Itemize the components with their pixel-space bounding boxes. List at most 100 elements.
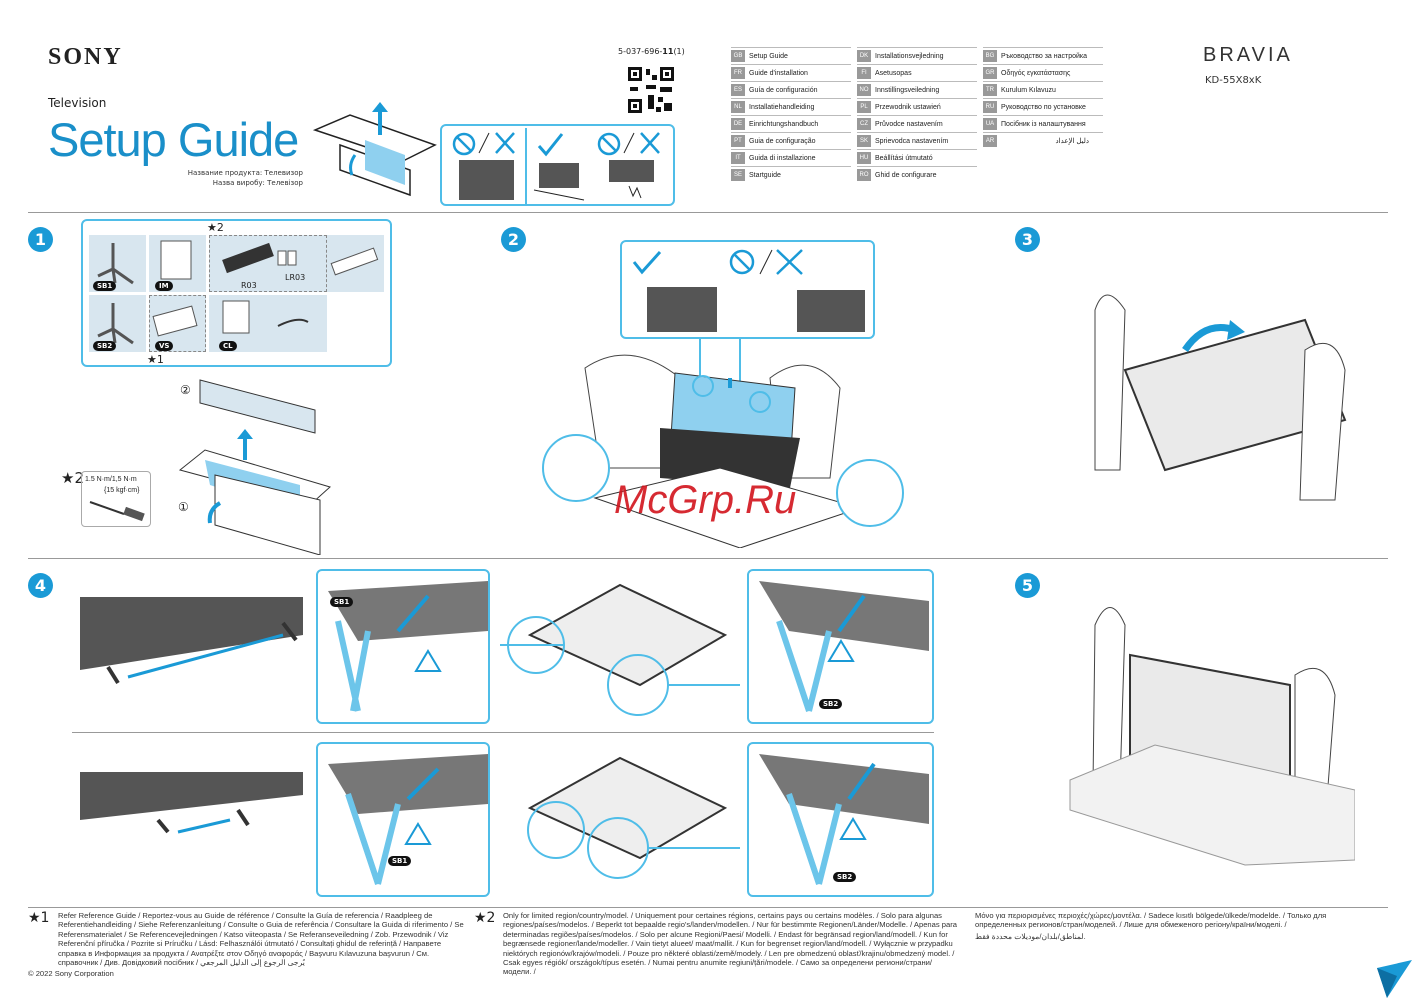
corner-logo-icon xyxy=(1377,960,1412,998)
footnote-1-block: Refer Reference Guide / Reportez-vous au… xyxy=(28,911,468,979)
tag-cl: CL xyxy=(219,341,237,351)
step-1-num-1: ① xyxy=(178,500,189,514)
step-4-badge: 4 xyxy=(28,573,53,598)
language-code-badge: NO xyxy=(857,84,871,96)
attach-stand-drawing xyxy=(759,581,929,712)
language-code-badge: GB xyxy=(731,50,745,62)
lr03-label: LR03 xyxy=(285,273,306,282)
language-label: Startguide xyxy=(749,171,781,179)
attach-stand-drawing xyxy=(328,754,488,885)
tag-sb1: SB1 xyxy=(388,856,412,866)
divider xyxy=(28,558,1388,559)
language-label: Beállítási útmutató xyxy=(875,154,933,162)
language-code-badge: FR xyxy=(731,67,745,79)
language-code-badge: FI xyxy=(857,67,871,79)
watermark: McGrp.Ru xyxy=(614,478,797,522)
language-label: Sprievodca nastavením xyxy=(875,137,949,145)
language-label: Průvodce nastavením xyxy=(875,120,943,128)
language-label: Kurulum Kılavuzu xyxy=(1001,86,1056,94)
language-item-tr: TR Kurulum Kılavuzu xyxy=(983,81,1103,98)
language-code-badge: SE xyxy=(731,169,745,181)
code-bold: 11 xyxy=(662,47,674,56)
tag-sb2: SB2 xyxy=(819,699,843,709)
language-label: Ghid de configurare xyxy=(875,171,937,179)
code-suffix: (1) xyxy=(673,47,685,56)
language-code-badge: DK xyxy=(857,50,871,62)
tag-sb1: SB1 xyxy=(330,597,354,607)
lift-tv-illustration xyxy=(1094,294,1347,501)
attach-stand-drawing xyxy=(759,754,929,885)
language-label: Einrichtungshandbuch xyxy=(749,120,819,128)
attach-sb1-panel-bottom: SB1 xyxy=(316,742,490,897)
language-label: Οδηγός εγκατάστασης xyxy=(1001,69,1071,77)
product-name: Название продукта: Телевизор Назва вироб… xyxy=(130,168,303,188)
language-code-badge: PL xyxy=(857,101,871,113)
language-label: Ръководство за настройка xyxy=(1001,52,1088,60)
language-label: Guida di installazione xyxy=(749,154,816,162)
tag-sb1: SB1 xyxy=(93,281,117,291)
step-2-badge: 2 xyxy=(501,227,526,252)
tag-sb2: SB2 xyxy=(93,341,117,351)
attach-sb2-panel-bottom: SB2 xyxy=(747,742,934,897)
torque-line-1: 1.5 N·m/1,5 N·m xyxy=(85,476,137,483)
language-code-badge: CZ xyxy=(857,118,871,130)
narrow-stand-position xyxy=(80,772,303,834)
divider xyxy=(72,732,934,733)
document-code: 5-037-696-11(1) xyxy=(618,47,685,56)
language-code-badge: BG xyxy=(983,50,997,62)
page-title: Setup Guide xyxy=(48,113,299,166)
unboxing-illustration xyxy=(178,379,331,555)
screwdriver-box: 1.5 N·m/1,5 N·m {15 kgf·cm} xyxy=(81,471,151,527)
footnote-2: Only for limited region/country/model. /… xyxy=(503,911,957,977)
language-label: Guia de configuração xyxy=(749,137,816,145)
code-prefix: 5-037-696- xyxy=(618,47,663,56)
language-code-badge: NL xyxy=(731,101,745,113)
language-label: Посібник із налаштування xyxy=(1001,120,1086,128)
footnote-2-arabic: لمناطق/بلدان/موديلات محددة فقط. xyxy=(975,931,1086,941)
attach-stand-drawing xyxy=(328,581,488,712)
language-item-ua: UA Посібник із налаштування xyxy=(983,115,1103,132)
language-code-badge: HU xyxy=(857,152,871,164)
language-label: Innstillingsveiledning xyxy=(875,86,940,94)
step-3-badge: 3 xyxy=(1015,227,1040,252)
place-tv-illustration xyxy=(1069,607,1355,866)
tag-vs: VS xyxy=(155,341,174,351)
attach-sb2-panel-top: SB2 xyxy=(747,569,934,724)
step-1-badge: 1 xyxy=(28,227,53,252)
qr-code xyxy=(628,67,674,113)
star2-tool-marker: ★2 xyxy=(61,469,84,487)
bravia-logo: BRAVIA xyxy=(1203,44,1293,66)
grip-warning-box xyxy=(620,240,875,339)
footnote-2-marker: ★2 xyxy=(474,910,496,926)
handling-warning-box xyxy=(440,124,675,206)
language-item-bg: BG Ръководство за настройка xyxy=(983,47,1103,64)
divider xyxy=(28,907,1388,908)
language-code-badge: UA xyxy=(983,118,997,130)
language-code-badge: TR xyxy=(983,84,997,96)
language-label: Setup Guide xyxy=(749,52,788,60)
model-number: KD-55X8xK xyxy=(1205,75,1262,86)
footnote-1: Refer Reference Guide / Reportez-vous au… xyxy=(58,911,464,968)
footnote-1-marker: ★1 xyxy=(28,910,50,926)
language-label: Guía de configuración xyxy=(749,86,818,94)
language-code-badge: AR xyxy=(983,135,997,147)
divider xyxy=(28,212,1388,213)
product-name-ru: Название продукта: Телевизор xyxy=(187,169,303,177)
star1-marker: ★1 xyxy=(147,353,164,366)
tag-sb2: SB2 xyxy=(833,872,857,882)
accessory-drawings xyxy=(97,240,379,345)
